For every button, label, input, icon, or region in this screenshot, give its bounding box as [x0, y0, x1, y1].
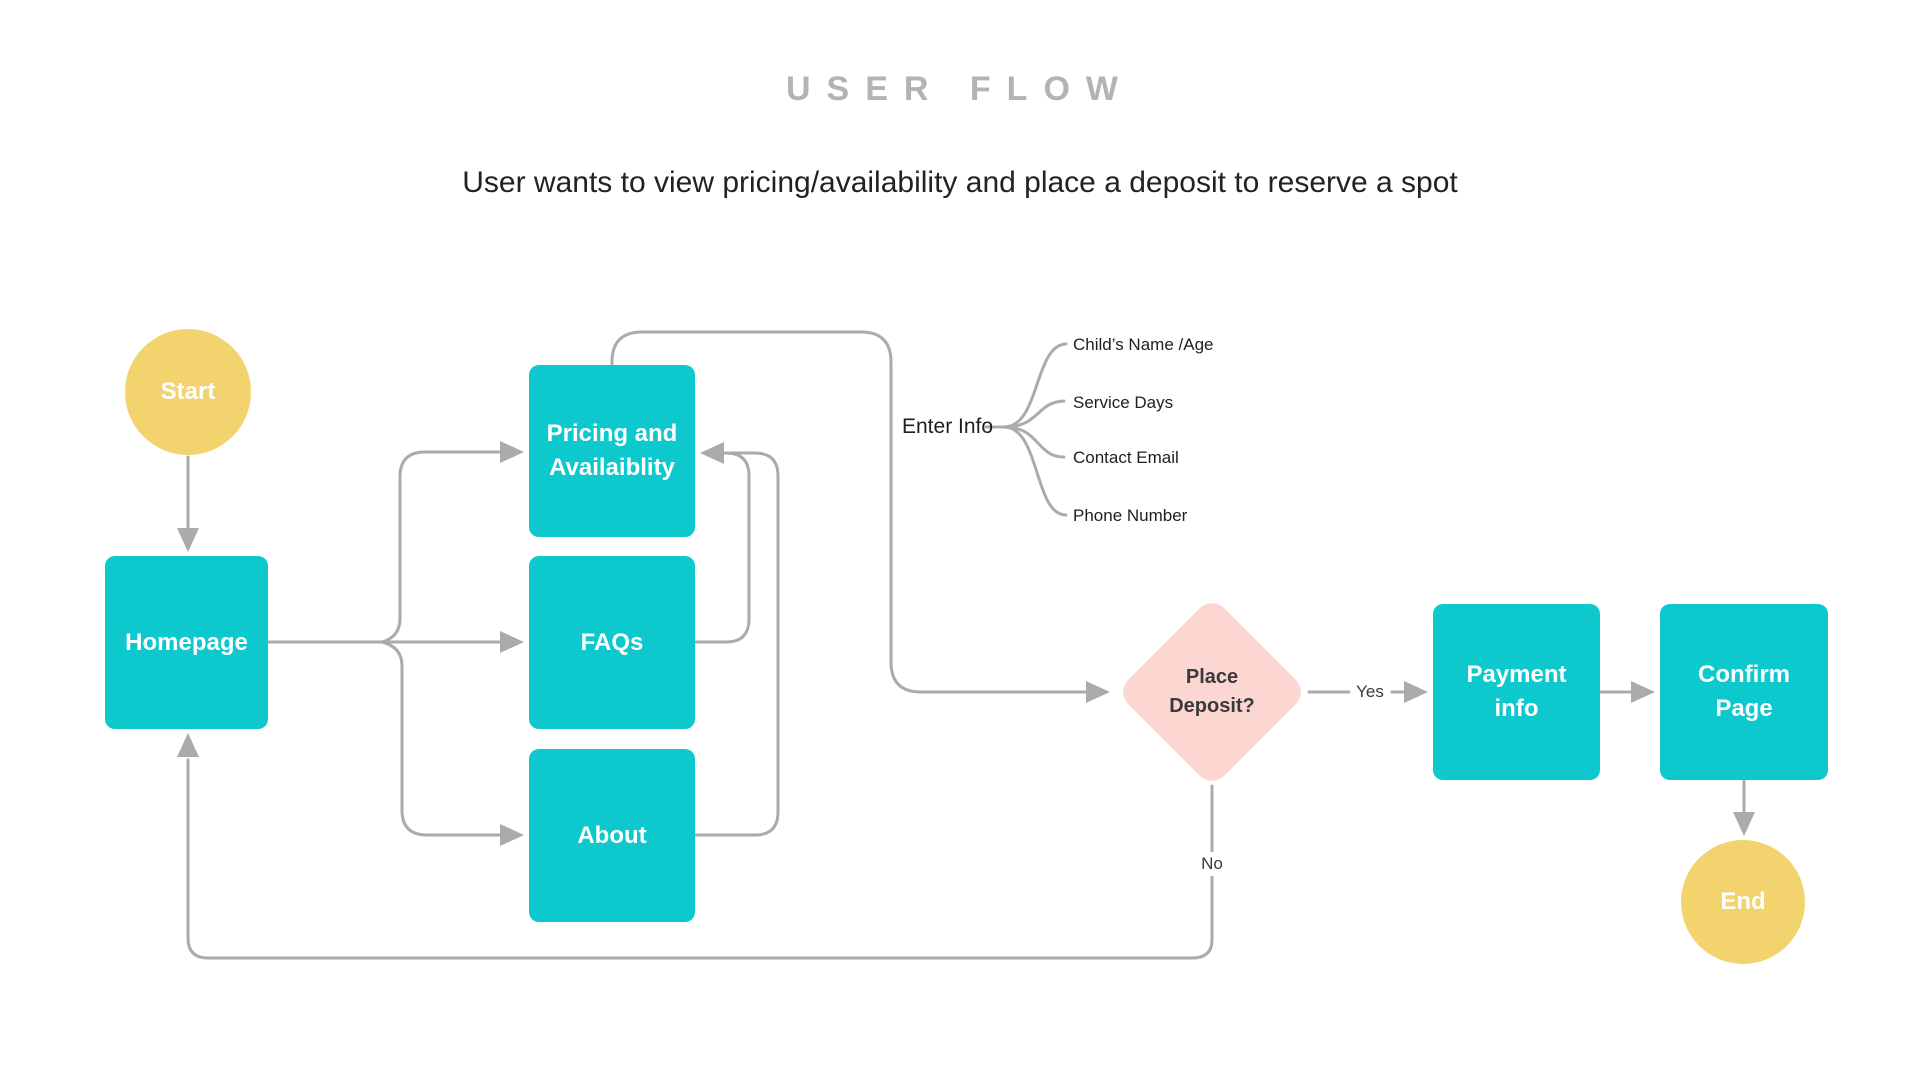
page-title: USER FLOW [786, 70, 1134, 108]
fan-phone-number [1002, 425, 1068, 517]
node-about[interactable]: About [529, 749, 695, 922]
fan-contact-email [1002, 425, 1066, 459]
edge-faqs-to-pricing [693, 451, 751, 644]
edge-homepage-to-pricing [380, 450, 502, 644]
arrowhead-to-faqs [500, 631, 524, 653]
fan-child-name [1002, 342, 1068, 429]
branch-yes-label[interactable]: Yes [1356, 682, 1384, 701]
edge-homepage-to-about [380, 640, 502, 837]
node-faqs[interactable]: FAQs [529, 556, 695, 729]
arrowhead-to-decision [1086, 681, 1110, 703]
arrowhead-to-pricing-left [500, 441, 524, 463]
node-confirm-page[interactable]: Confirm Page [1660, 604, 1828, 780]
node-place-deposit-label: Place Deposit? [1114, 624, 1310, 760]
decision-label-line1: Place [1185, 666, 1239, 688]
arrowheads [177, 441, 1755, 846]
node-confirm-label-line2: Page [1715, 695, 1773, 722]
node-homepage[interactable]: Homepage [105, 556, 268, 729]
arrowhead-start-homepage [177, 528, 199, 552]
node-about-label: About [577, 821, 647, 849]
node-payment-label-line1: Payment [1466, 661, 1567, 688]
arrowhead-no-to-homepage [177, 733, 199, 757]
edge-pricing-to-decision [610, 330, 1088, 694]
arrowhead-to-pricing-right [700, 442, 724, 464]
node-start-label: Start [160, 378, 216, 405]
enter-info-label[interactable]: Enter Info [902, 415, 994, 438]
node-faqs-label: FAQs [580, 628, 644, 656]
field-service-days[interactable]: Service Days [1073, 393, 1174, 412]
decision-label-line2: Deposit? [1169, 695, 1255, 717]
page-subtitle: User wants to view pricing/availability … [462, 166, 1458, 199]
arrowhead-to-end [1733, 812, 1755, 836]
node-pricing-label-line1: Pricing and [546, 420, 678, 447]
node-start[interactable]: Start [125, 329, 251, 455]
edge-about-to-pricing [693, 451, 780, 837]
field-child-name-age[interactable]: Child’s Name /Age [1073, 335, 1214, 354]
arrowhead-to-about [500, 824, 524, 846]
node-end-label: End [1720, 888, 1766, 915]
node-confirm-label-line1: Confirm [1698, 661, 1790, 688]
node-pricing-label-line2: Availaiblity [549, 454, 675, 481]
node-payment-info[interactable]: Payment info [1433, 604, 1600, 780]
field-phone-number[interactable]: Phone Number [1073, 506, 1188, 525]
node-homepage-label: Homepage [125, 628, 248, 656]
edge-decision-no-loop [186, 758, 1214, 960]
connector-lines [186, 330, 1746, 960]
branch-no-label[interactable]: No [1194, 852, 1230, 876]
node-pricing-availability[interactable]: Pricing and Availaiblity [529, 365, 695, 537]
node-end[interactable]: End [1681, 840, 1805, 964]
field-contact-email[interactable]: Contact Email [1073, 448, 1179, 467]
arrowhead-to-payment [1404, 681, 1428, 703]
fan-service-days [1002, 399, 1066, 429]
node-payment-label-line2: info [1494, 695, 1539, 722]
arrowhead-to-confirm [1631, 681, 1655, 703]
node-place-deposit[interactable]: Place Deposit? [1115, 595, 1309, 789]
